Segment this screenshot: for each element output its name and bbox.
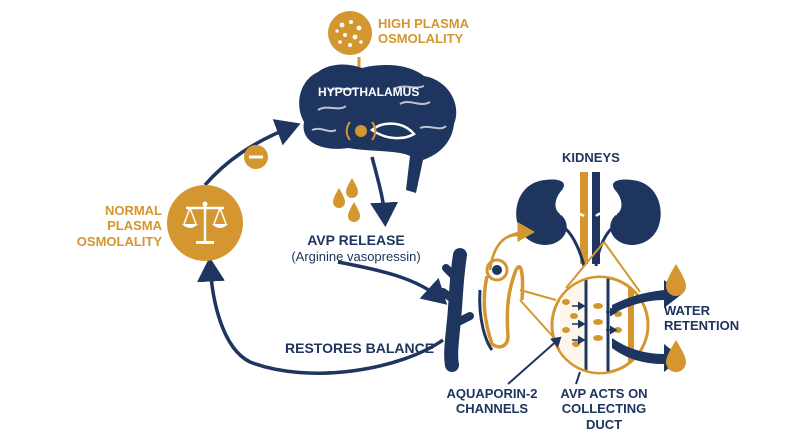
avp-to-kidney-arrow	[337, 260, 448, 305]
cycle-arrow-to-normal	[196, 257, 445, 375]
nephron-icon	[439, 248, 525, 372]
minus-icon	[244, 145, 268, 169]
water-arrow-lower	[612, 338, 682, 372]
normal-plasma-osmolality-label: NORMAL PLASMA OSMOLALITY	[76, 203, 162, 249]
aquaporin-2-channels-label: AQUAPORIN-2 CHANNELS	[446, 386, 538, 417]
avp-acts-pointer	[575, 371, 581, 385]
avp-release-label: AVP RELEASE (Arginine vasopressin)	[276, 232, 436, 264]
balance-scale-icon	[167, 185, 243, 261]
high-plasma-osmolality-label: HIGH PLASMA OSMOLALITY	[378, 16, 469, 47]
avp-full-name: (Arginine vasopressin)	[291, 248, 421, 264]
water-drop-icon	[333, 178, 360, 222]
water-arrow-upper	[612, 280, 682, 314]
particles-icon	[328, 11, 372, 55]
hypothalamus-label: HYPOTHALAMUS	[318, 85, 420, 99]
brain-icon	[299, 64, 457, 193]
aquaporin-pointer	[507, 336, 562, 385]
kidney-to-nephron-arrow	[488, 222, 535, 271]
kidneys-icon	[516, 172, 661, 267]
kidneys-label: KIDNEYS	[562, 150, 620, 165]
water-retention-label: WATER RETENTION	[664, 303, 740, 334]
release-arrow	[370, 156, 399, 227]
cycle-arrow-to-brain	[203, 119, 301, 187]
restores-balance-label: RESTORES BALANCE	[285, 340, 435, 356]
avp-acts-on-collecting-duct-label: AVP ACTS ON COLLECTING DUCT	[560, 386, 648, 432]
water-drop-icon	[666, 264, 686, 372]
